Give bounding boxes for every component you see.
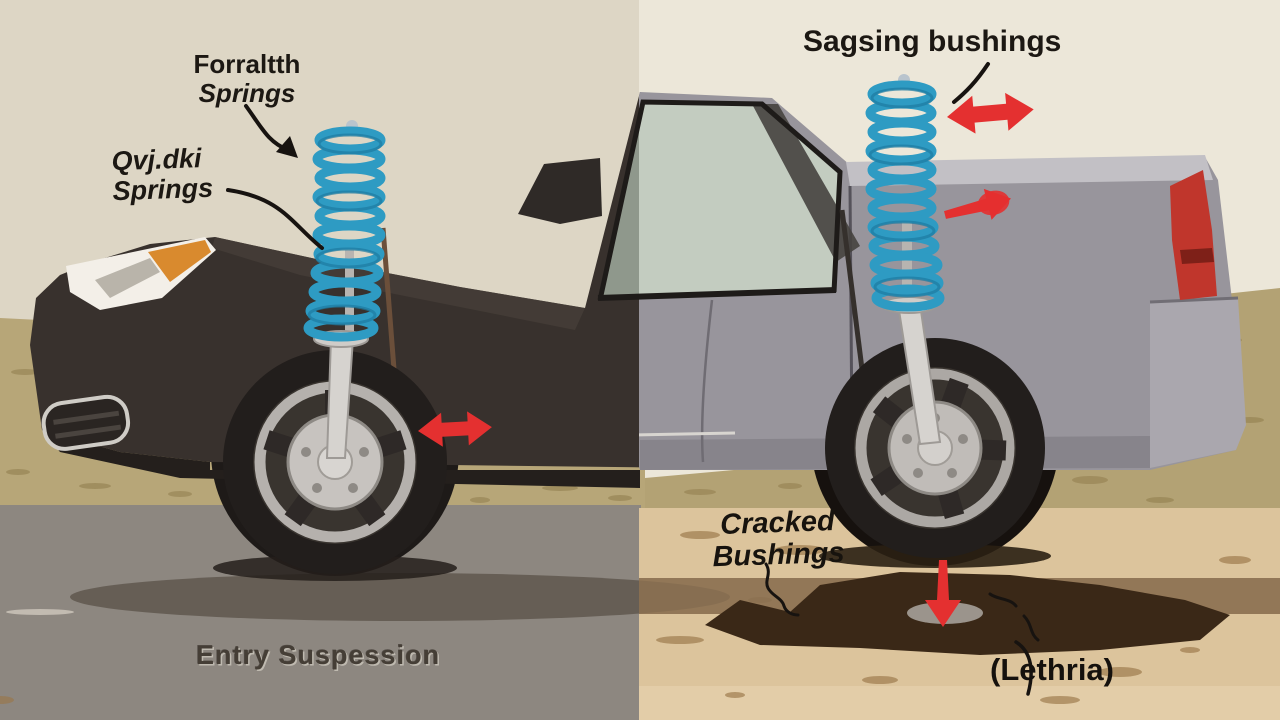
taillight: [1170, 170, 1217, 300]
caption-left: Entry Suspession: [196, 640, 441, 670]
rear-strut-assembly: [865, 74, 945, 446]
rear-link-rod: [839, 209, 867, 386]
crack-line-2: [988, 592, 1040, 642]
red-arrows: [418, 92, 1034, 627]
rear-coil-spring: [865, 80, 945, 312]
rocker-chrome-trim: [639, 431, 736, 437]
rear-bumper: [1150, 298, 1246, 468]
red-arrow-down-icon: [925, 560, 961, 627]
label-coil-springs-line2: Springs: [112, 172, 214, 207]
leader-lines: [226, 62, 1040, 696]
red-arrow-right-icon: [944, 188, 1011, 220]
red-double-arrow-rear-icon: [947, 92, 1034, 134]
leader-line-coil: [226, 188, 324, 250]
caption-right: (Lethria): [990, 652, 1114, 687]
leader-line-sagging: [952, 62, 990, 104]
label-front-springs-line2: Springs: [198, 78, 296, 108]
rear-wheel: [825, 338, 1045, 558]
truck-bed-rail: [846, 155, 1213, 186]
label-coil-springs: Qvj.dki Springs: [110, 142, 243, 207]
crack-line-3: [1014, 640, 1033, 696]
headlight: [66, 237, 216, 310]
car-shadow: [70, 572, 1280, 655]
leader-arrow-icon: [244, 104, 298, 158]
label-cracked-line2: Bushings: [711, 536, 846, 574]
label-front-springs-line1: Forraltth: [193, 49, 301, 79]
label-cracked-bushings: Cracked Bushings: [697, 504, 859, 574]
label-front-springs: Forraltth Springs: [172, 50, 322, 108]
label-coil-springs-line1: Qvj.dki: [110, 143, 203, 177]
side-mirror: [518, 158, 602, 224]
label-sagging-bushings: Sagsing bushings: [803, 25, 1062, 58]
cabin-glass: [597, 99, 860, 301]
red-double-arrow-front-icon: [418, 411, 492, 447]
crack-line: [764, 562, 800, 617]
front-strut-assembly: [303, 120, 386, 459]
front-air-intake: [41, 394, 131, 451]
